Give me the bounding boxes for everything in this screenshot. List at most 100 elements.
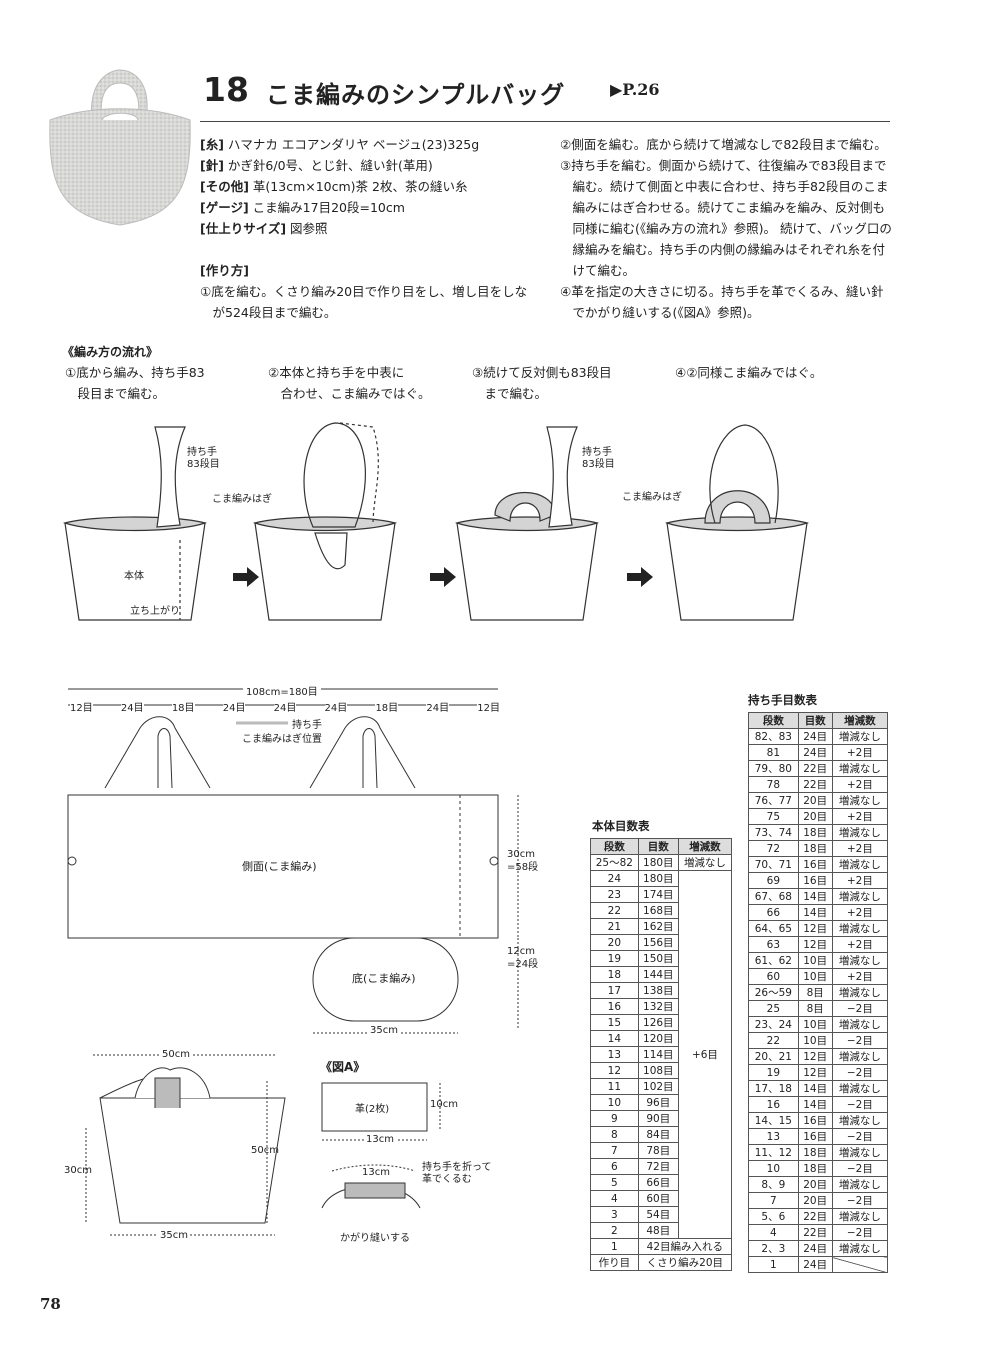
table-cell: 23、24 xyxy=(748,1016,799,1033)
table-cell: 156目 xyxy=(637,934,679,951)
table-cell: 1 xyxy=(590,1238,639,1255)
flow-label-rise: 立ち上がり xyxy=(130,606,180,617)
table-cell: 24目 xyxy=(797,1256,833,1273)
table-cell: 増減なし xyxy=(831,760,889,777)
table-cell: 増減なし xyxy=(831,792,889,809)
table-cell: 10目 xyxy=(797,1016,833,1033)
table-cell: 17、18 xyxy=(748,1080,799,1097)
flow-step-4: ④②同様こま編みではぐ。 xyxy=(675,365,823,380)
table-cell: 増減なし xyxy=(831,1240,889,1257)
table-cell: −2目 xyxy=(831,1064,889,1081)
table-cell: 66目 xyxy=(637,1174,679,1191)
table-cell: 2 xyxy=(590,1222,639,1239)
segment-label: 24目 xyxy=(324,699,348,714)
method-step-line: でかがり縫いする(《図A》参照)。 xyxy=(560,305,760,320)
side-height: 30cm=58段 xyxy=(507,849,539,873)
spec-yarn: [糸] ハマナカ エコアンダリヤ ベージュ(23)325g xyxy=(200,137,480,152)
table-cell: 132目 xyxy=(637,998,679,1015)
table-cell: 25〜82 xyxy=(590,854,639,871)
table-cell: 5、6 xyxy=(748,1208,799,1225)
table-cell: 42目編み入れる xyxy=(637,1238,733,1255)
title-rule xyxy=(200,121,890,122)
table-cell: 24 xyxy=(590,870,639,887)
table-cell: 20 xyxy=(590,934,639,951)
method-step-line: ④革を指定の大きさに切る。持ち手を革でくるみ、縫い針 xyxy=(560,284,884,299)
table-cell: +2目 xyxy=(831,936,889,953)
method-step-1b: が524段目まで編む。 xyxy=(200,305,337,320)
segment-label: 12目 xyxy=(70,699,93,714)
table-cell: 23 xyxy=(590,886,639,903)
flow-diagrams xyxy=(62,422,810,621)
table-cell: 108目 xyxy=(637,1062,679,1079)
page-title: こま編みのシンプルバッグ xyxy=(266,81,566,109)
table-cell: 22 xyxy=(748,1032,799,1049)
table-cell: 19 xyxy=(748,1064,799,1081)
table-cell: 61、62 xyxy=(748,952,799,969)
table-cell: 114目 xyxy=(637,1046,679,1063)
bottom-width: 35cm xyxy=(368,1025,400,1036)
table-cell: 4 xyxy=(590,1190,639,1207)
table-cell: −2目 xyxy=(831,1192,889,1209)
table-cell: 180目 xyxy=(637,854,679,871)
table-cell: 48目 xyxy=(637,1222,679,1239)
leather-label: 革(2枚) xyxy=(355,1104,390,1115)
method-step-line: ③持ち手を編む。側面から続けて、往復編みで83段目まで xyxy=(560,158,887,173)
table-cell: 18 xyxy=(590,966,639,983)
table-cell: 20目 xyxy=(797,808,833,825)
table-cell: 16目 xyxy=(797,1112,833,1129)
method-step-line: 編みにはぎ合わせる。続けてこま編みを編み、反対側も xyxy=(560,200,886,215)
table-cell: +2目 xyxy=(831,840,889,857)
table-cell: 14 xyxy=(590,1030,639,1047)
method-step-line: けて編む。 xyxy=(560,263,636,278)
table-cell: 20目 xyxy=(797,1192,833,1209)
flow-label-body: 本体 xyxy=(124,571,144,582)
table-cell: +2目 xyxy=(831,808,889,825)
table-cell: 4 xyxy=(748,1224,799,1241)
table-cell: +2目 xyxy=(831,744,889,761)
segment-label: 18目 xyxy=(375,699,399,714)
table-cell: 25 xyxy=(748,1000,799,1017)
method-step-line: 編む。続けて側面と中表に合わせ、持ち手82段目のこま xyxy=(560,179,889,194)
table-cell: 126目 xyxy=(637,1014,679,1031)
table-cell: 73、74 xyxy=(748,824,799,841)
spec-hook: [針] かぎ針6/0号、とじ針、縫い針(革用) xyxy=(200,158,433,173)
handle-note: 持ち手こま編みはぎ位置 xyxy=(242,720,322,745)
table-cell: 18目 xyxy=(797,840,833,857)
spec-gauge: [ゲージ] こま編み17目20段=10cm xyxy=(200,200,405,215)
table-cell: 26〜59 xyxy=(748,984,799,1001)
table-cell: 12目 xyxy=(797,1064,833,1081)
segment-label: 24目 xyxy=(120,699,144,714)
flow-step-2: ②本体と持ち手を中表に 合わせ、こま編みではぐ。 xyxy=(268,365,431,401)
method-step-line: ②側面を編む。底から続けて増減なしで82段目まで編む。 xyxy=(560,137,887,152)
table-cell: 11、12 xyxy=(748,1144,799,1161)
table-cell: 90目 xyxy=(637,1110,679,1127)
table-cell: 増減なし xyxy=(831,1080,889,1097)
bag-bottom-width: 35cm xyxy=(158,1230,190,1241)
table-cell: −2目 xyxy=(831,1000,889,1017)
table-cell: 8目 xyxy=(797,1000,833,1017)
table-cell: 180目 xyxy=(637,870,679,887)
table-cell: 70、71 xyxy=(748,856,799,873)
table-cell: 138目 xyxy=(637,982,679,999)
table-cell: 22目 xyxy=(797,1224,833,1241)
table-cell: 20目 xyxy=(797,1176,833,1193)
bag-photo xyxy=(49,69,191,226)
col-header: 段数 xyxy=(748,712,799,729)
flow-label-join-4: こま編みはぎ xyxy=(622,492,682,503)
table-cell: 11 xyxy=(590,1078,639,1095)
